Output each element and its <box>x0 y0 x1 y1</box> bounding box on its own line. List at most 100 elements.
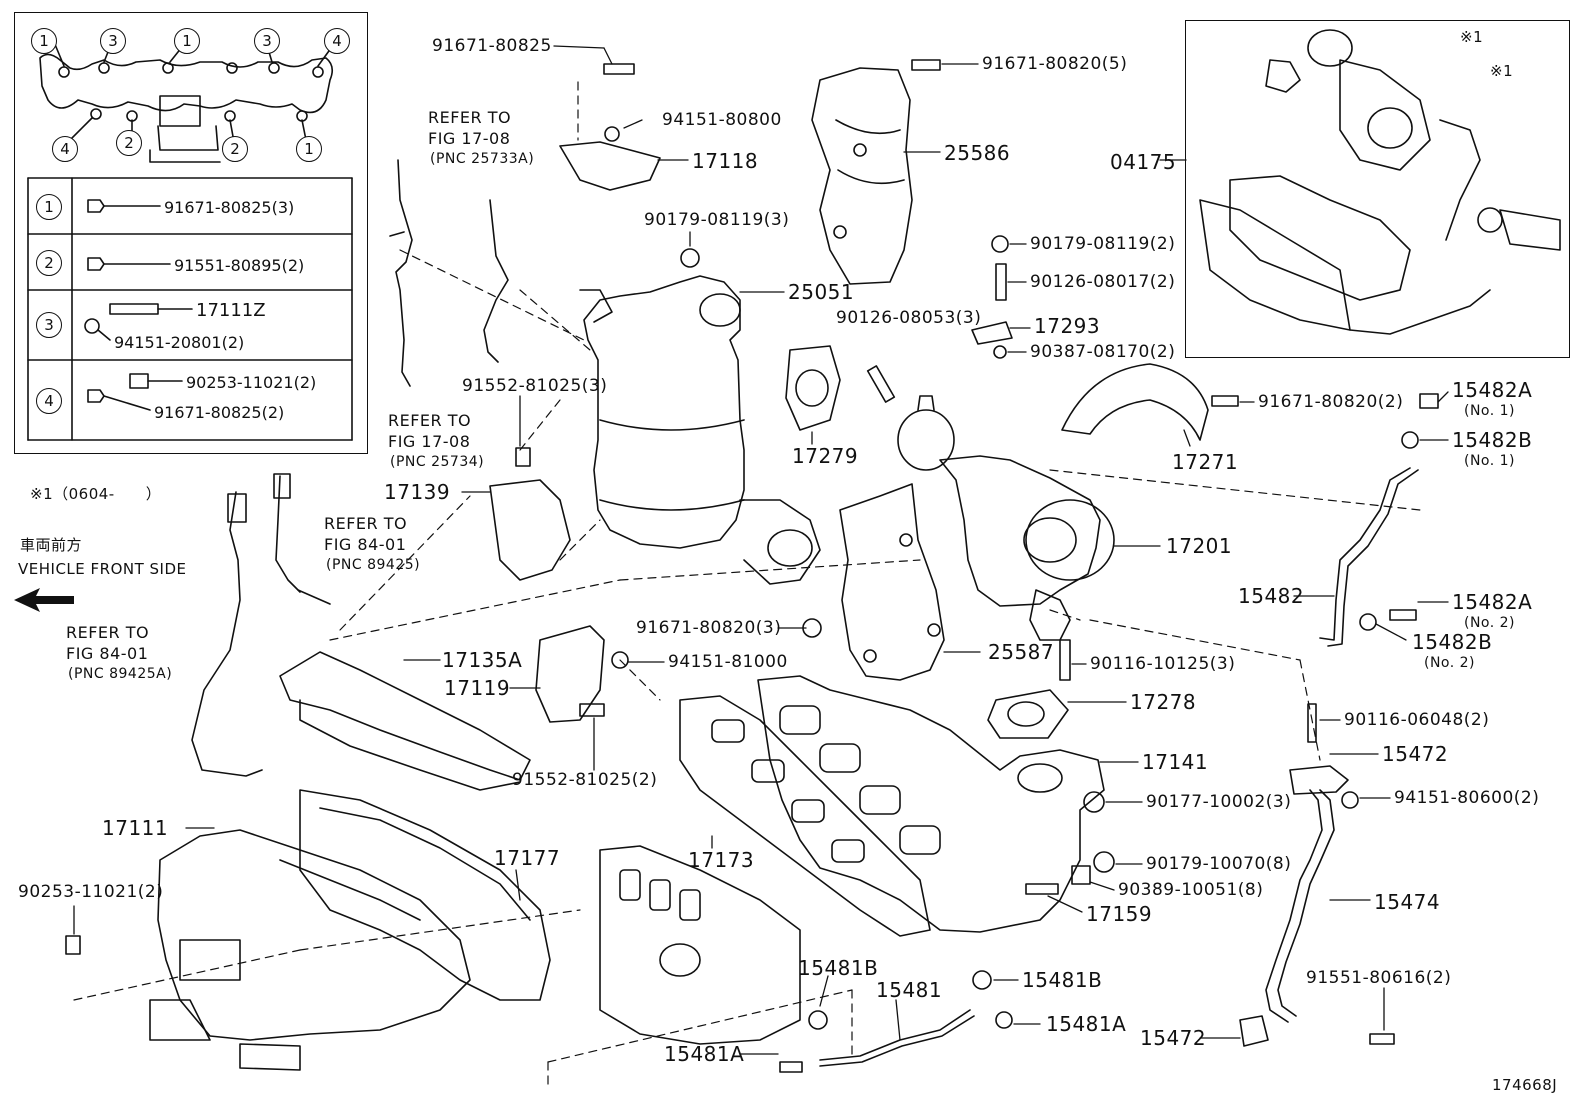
part-label: 91552-81025(2) <box>512 770 658 790</box>
part-label: 17293 <box>1034 314 1101 338</box>
part-sub-label: (No. 2) <box>1464 615 1516 631</box>
part-label: 15481A <box>664 1042 745 1066</box>
part-label: 15481 <box>876 978 943 1002</box>
diagram-id: 174668J <box>1492 1076 1558 1094</box>
part-label: 90177-10002(3) <box>1146 792 1292 812</box>
part-label: 15482A <box>1452 378 1533 402</box>
refer-pnc: (PNC 25734) <box>390 454 485 470</box>
part-label: 17135A <box>442 648 523 672</box>
part-label: 25051 <box>788 280 855 304</box>
legend-row-part: 90253-11021(2) <box>186 373 317 392</box>
legend-row-part: 91671-80825(2) <box>154 403 285 422</box>
refer-line: FIG 17-08 <box>428 129 511 148</box>
part-label: 17278 <box>1130 690 1197 714</box>
legend-top-circle: 3 <box>100 28 126 54</box>
refer-line: REFER TO <box>324 514 408 533</box>
inset-sketch <box>1199 29 1561 335</box>
part-label: 15474 <box>1374 890 1441 914</box>
exhaust-temp-sensors <box>191 159 509 777</box>
intake-gasket-17177 <box>299 789 551 1001</box>
part-sub-label: (No. 1) <box>1464 453 1516 469</box>
legend-top-circle: 1 <box>31 28 57 54</box>
refer-line: FIG 84-01 <box>66 644 149 663</box>
part-label: 94151-80600(2) <box>1394 788 1540 808</box>
heat-shield-25587 <box>839 483 945 681</box>
part-label: 17119 <box>444 676 511 700</box>
refer-line: FIG 84-01 <box>324 535 407 554</box>
heat-shield-25586 <box>811 67 913 285</box>
refer-line: REFER TO <box>66 623 150 642</box>
part-label: 15472 <box>1140 1026 1207 1050</box>
inset-box <box>1185 20 1570 358</box>
star-note: ※1（0604- ） <box>30 485 162 503</box>
part-label: 90116-10125(3) <box>1090 654 1236 674</box>
legend-box <box>14 12 368 454</box>
part-label: 17118 <box>692 149 759 173</box>
legend-row-part: 91671-80825(3) <box>164 198 295 217</box>
refer-line: REFER TO <box>388 411 472 430</box>
oil-return-pipe-15474 <box>1239 765 1349 1047</box>
part-label: 25586 <box>944 141 1011 165</box>
legend-row-number: 1 <box>36 194 62 220</box>
legend-row-part: 94151-20801(2) <box>114 333 245 352</box>
manifold-gasket-17173 <box>679 695 931 937</box>
refer-pnc: (PNC 25733A) <box>430 151 535 167</box>
part-label: 17159 <box>1086 902 1153 926</box>
part-label: 90179-10070(8) <box>1146 854 1292 874</box>
part-label: 25587 <box>988 640 1055 664</box>
insulator-17135A <box>279 651 531 791</box>
legend-top-circle: 4 <box>324 28 350 54</box>
part-label: 17201 <box>1166 534 1233 558</box>
part-label: 91551-80616(2) <box>1306 968 1452 988</box>
legend-top-circle: 3 <box>254 28 280 54</box>
dashed-lines <box>73 81 1421 1091</box>
engine-block <box>599 845 801 1045</box>
legend-row-part: 91551-80895(2) <box>174 256 305 275</box>
refer-pnc: (PNC 89425) <box>326 557 421 573</box>
front-arrow <box>14 588 74 612</box>
part-label: 17111 <box>102 816 169 840</box>
vehicle-front-en: VEHICLE FRONT SIDE <box>18 560 187 578</box>
legend-row-number: 4 <box>36 388 62 414</box>
exhaust-manifold-17141 <box>757 675 1105 933</box>
part-sub-label: (No. 2) <box>1424 655 1476 671</box>
inset-star-note: ※1 <box>1490 62 1514 80</box>
legend-body-circle: 2 <box>116 130 142 156</box>
part-label: 15482B <box>1412 630 1493 654</box>
turbo-heat-insulator-17271 <box>1061 363 1209 441</box>
refer-line: REFER TO <box>428 108 512 127</box>
part-label: 17279 <box>792 444 859 468</box>
inset-star-note: ※1 <box>1460 28 1484 46</box>
part-label: 15472 <box>1382 742 1449 766</box>
leader-lines <box>73 45 1449 1055</box>
refer-pnc: (PNC 89425A) <box>68 666 173 682</box>
part-label: 15481B <box>1022 968 1103 992</box>
vehicle-front-jp: 車両前方 <box>20 536 83 554</box>
part-label: 15482 <box>1238 584 1305 608</box>
part-label: 91671-80820(3) <box>636 618 782 638</box>
brackets <box>489 141 661 723</box>
part-label: 90179-08119(2) <box>1030 234 1176 254</box>
gaskets <box>785 321 1069 739</box>
legend-row-part: 17111Z <box>196 300 266 321</box>
part-label: 15481B <box>798 956 879 980</box>
part-label: 90126-08053(3) <box>836 308 982 328</box>
part-label: 17173 <box>688 848 755 872</box>
part-label: 90387-08170(2) <box>1030 342 1176 362</box>
part-label: 17271 <box>1172 450 1239 474</box>
part-label: 90253-11021(2) <box>18 882 164 902</box>
catalytic-converter <box>579 275 821 585</box>
refer-line: FIG 17-08 <box>388 432 471 451</box>
intake-manifold-17111 <box>149 829 471 1071</box>
legend-body-circle: 2 <box>222 136 248 162</box>
part-label: 15482B <box>1452 428 1533 452</box>
part-label: 17177 <box>494 846 561 870</box>
part-label: 90126-08017(2) <box>1030 272 1176 292</box>
part-label: 15481A <box>1046 1012 1127 1036</box>
part-sub-label: (No. 1) <box>1464 403 1516 419</box>
part-label: 90116-06048(2) <box>1344 710 1490 730</box>
legend-row-number: 2 <box>36 250 62 276</box>
fasteners <box>65 59 1439 1073</box>
part-label: 94151-80800 <box>662 110 782 130</box>
